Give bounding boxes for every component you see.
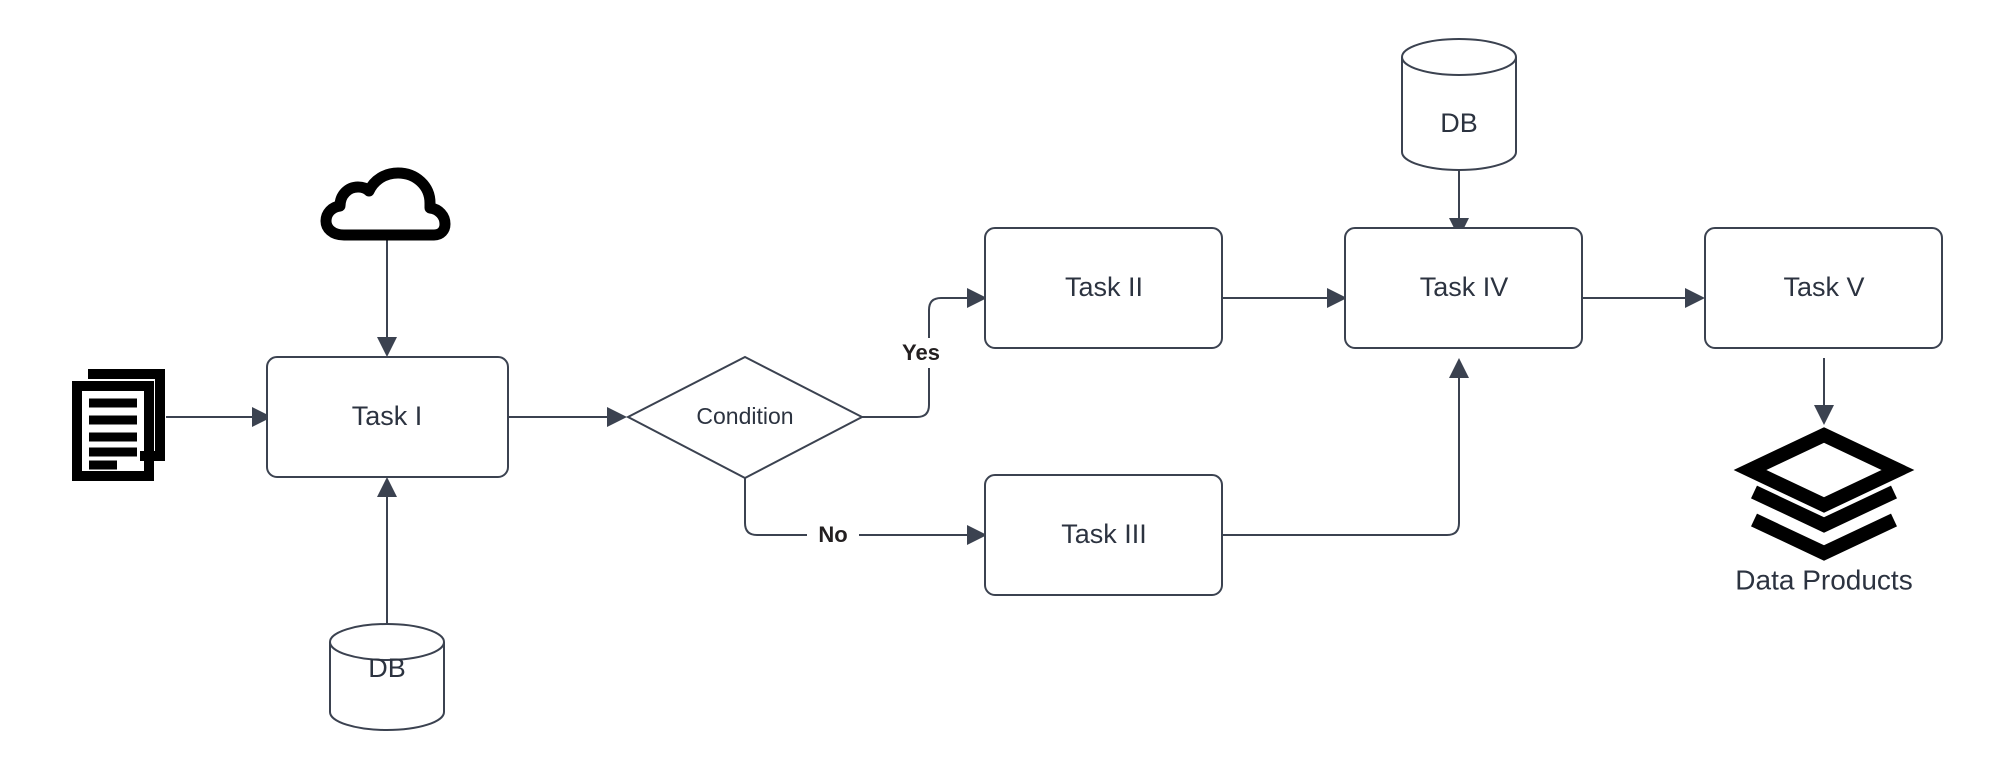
node-task2-shape	[984, 227, 1223, 349]
arrowhead-icon	[967, 525, 987, 545]
edge-cloud-to-task1	[377, 237, 397, 357]
documents-icon-front-sheet	[72, 381, 154, 481]
edge-line	[1222, 378, 1460, 536]
node-task3-label: Task III	[1061, 519, 1147, 549]
arrowhead-icon	[377, 337, 397, 357]
cloud-icon	[320, 167, 451, 241]
arrowhead-icon	[1327, 288, 1347, 308]
arrowhead-icon	[1685, 288, 1705, 308]
node-task2[interactable]: Task II	[984, 227, 1223, 349]
node-task3-shape	[984, 474, 1223, 596]
db-top-cylinder-body	[1401, 57, 1517, 171]
db-top-cylinder-top	[1401, 38, 1517, 76]
layers-icon-bottom-chevron	[1751, 513, 1897, 561]
db-bottom-cylinder-top	[329, 623, 445, 661]
node-task1-shape	[266, 356, 509, 478]
arrowhead-icon	[607, 407, 627, 427]
node-task1[interactable]: Task I	[266, 356, 509, 478]
arrowhead-icon	[967, 288, 987, 308]
node-task4-shape	[1344, 227, 1583, 349]
node-task1-label: Task I	[352, 401, 423, 431]
layers-icon-top-diamond	[1733, 427, 1915, 513]
node-condition-label: Condition	[696, 403, 793, 429]
edge-task4-to-task5	[1582, 288, 1705, 308]
arrowhead-icon	[1449, 358, 1469, 378]
db-top-label: DB	[1440, 108, 1478, 138]
edge-task3-to-task4	[1222, 358, 1469, 536]
db-bottom-node[interactable]: DB	[329, 623, 445, 731]
edge-documents-to-task1	[166, 407, 272, 427]
node-task5-shape	[1704, 227, 1943, 349]
edge-label-yes-text: Yes	[902, 340, 940, 365]
node-task5[interactable]: Task V	[1704, 227, 1943, 349]
db-bottom-label: DB	[368, 653, 406, 683]
node-condition[interactable]: Condition	[625, 355, 865, 480]
edge-label-yes: Yes	[890, 338, 952, 368]
edge-line	[744, 478, 967, 536]
edge-task1-to-condition	[508, 407, 627, 427]
arrowhead-icon	[377, 477, 397, 497]
edge-db-bottom-to-task1	[377, 477, 397, 625]
node-task2-label: Task II	[1065, 272, 1143, 302]
db-top-node[interactable]: DB	[1401, 38, 1517, 171]
data-products-caption: Data Products	[1735, 564, 1912, 595]
edge-task2-to-task4	[1222, 288, 1347, 308]
edge-condition-no-to-task3	[744, 478, 987, 545]
cloud-icon-shape	[320, 167, 451, 241]
edge-label-no: No	[807, 520, 859, 550]
node-task3[interactable]: Task III	[984, 474, 1223, 596]
node-task4-label: Task IV	[1420, 272, 1509, 302]
edge-task5-to-data-products	[1814, 358, 1834, 425]
documents-icon	[72, 369, 165, 481]
edge-label-no-text: No	[818, 522, 847, 547]
db-bottom-cylinder-body	[329, 642, 445, 731]
node-task5-label: Task V	[1783, 272, 1864, 302]
node-task4[interactable]: Task IV	[1344, 227, 1583, 349]
layers-icon	[1733, 427, 1915, 561]
node-condition-shape	[625, 355, 865, 480]
arrowhead-icon	[252, 407, 272, 427]
layers-icon-middle-chevron	[1751, 485, 1897, 533]
edge-label-yes-backdrop	[890, 338, 952, 368]
arrowhead-icon	[1814, 405, 1834, 425]
edge-label-no-backdrop	[807, 520, 859, 550]
